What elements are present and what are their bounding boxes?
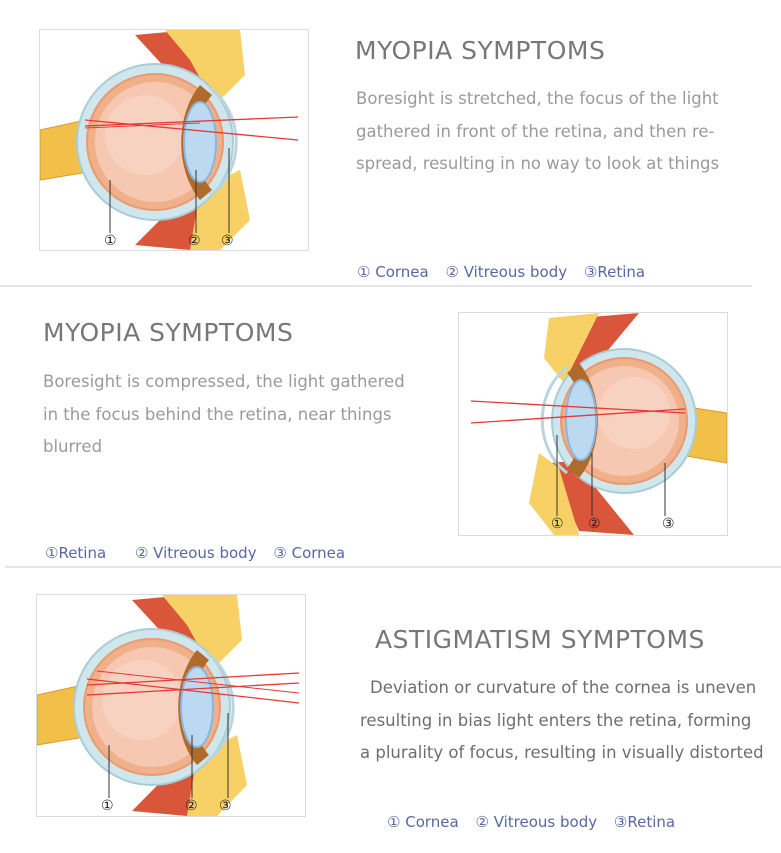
legend-item: ③ Cornea — [273, 544, 346, 562]
eye-diagram-astigmatism: ① ② ③ — [36, 594, 306, 817]
description-line: a plurality of focus, resulting in visua… — [360, 743, 764, 762]
section-divider — [0, 285, 752, 287]
description-line: gathered in front of the retina, and the… — [356, 121, 715, 141]
legend-item: ① Cornea — [357, 263, 429, 281]
marker-3: ③ — [221, 232, 234, 248]
legend-item: ② Vitreous body — [475, 813, 598, 831]
section-description: Boresight is stretched, the focus of the… — [356, 83, 719, 181]
section-title: MYOPIA SYMPTOMS — [43, 318, 294, 347]
marker-2: ② — [188, 232, 201, 248]
description-line: in the focus behind the retina, near thi… — [43, 404, 392, 424]
marker-2: ② — [185, 797, 198, 813]
eye-diagram-myopia: ① ② ③ — [39, 29, 309, 251]
marker-1: ① — [101, 797, 114, 813]
marker-2: ② — [588, 515, 601, 531]
section-description: Boresight is compressed, the light gathe… — [43, 366, 405, 464]
section-title: MYOPIA SYMPTOMS — [355, 36, 606, 65]
section-divider — [5, 566, 781, 568]
section-title: ASTIGMATISM SYMPTOMS — [375, 625, 705, 654]
legend: ① Cornea ② Vitreous body ③Retina — [387, 813, 687, 831]
legend-item: ③Retina — [583, 263, 646, 281]
marker-3: ③ — [662, 515, 675, 531]
eye-diagram-hyperopia: ① ② ③ — [458, 312, 728, 536]
legend-item: ② Vitreous body — [445, 263, 568, 281]
marker-3: ③ — [219, 797, 232, 813]
legend-item: ① Cornea — [387, 813, 459, 831]
description-line: Boresight is stretched, the focus of the… — [356, 89, 719, 108]
description-line: Deviation or curvature of the cornea is … — [370, 678, 757, 697]
description-line: Boresight is compressed, the light gathe… — [43, 372, 405, 391]
description-line: resulting in bias light enters the retin… — [360, 710, 752, 730]
marker-1: ① — [551, 515, 564, 531]
legend-item: ② Vitreous body — [134, 544, 257, 562]
eye-illustration — [40, 30, 299, 250]
marker-1: ① — [104, 232, 117, 248]
legend: ① Cornea ② Vitreous body ③Retina — [357, 263, 657, 281]
legend: ①Retina ② Vitreous body ③ Cornea — [45, 544, 357, 562]
section-description: Deviation or curvature of the cornea is … — [360, 672, 764, 770]
description-line: blurred — [43, 437, 103, 456]
legend-item: ③Retina — [613, 813, 676, 831]
legend-item: ①Retina — [45, 544, 107, 562]
eye-illustration — [37, 595, 300, 816]
eye-illustration — [470, 313, 727, 535]
description-line: spread, resulting in no way to look at t… — [356, 154, 720, 173]
